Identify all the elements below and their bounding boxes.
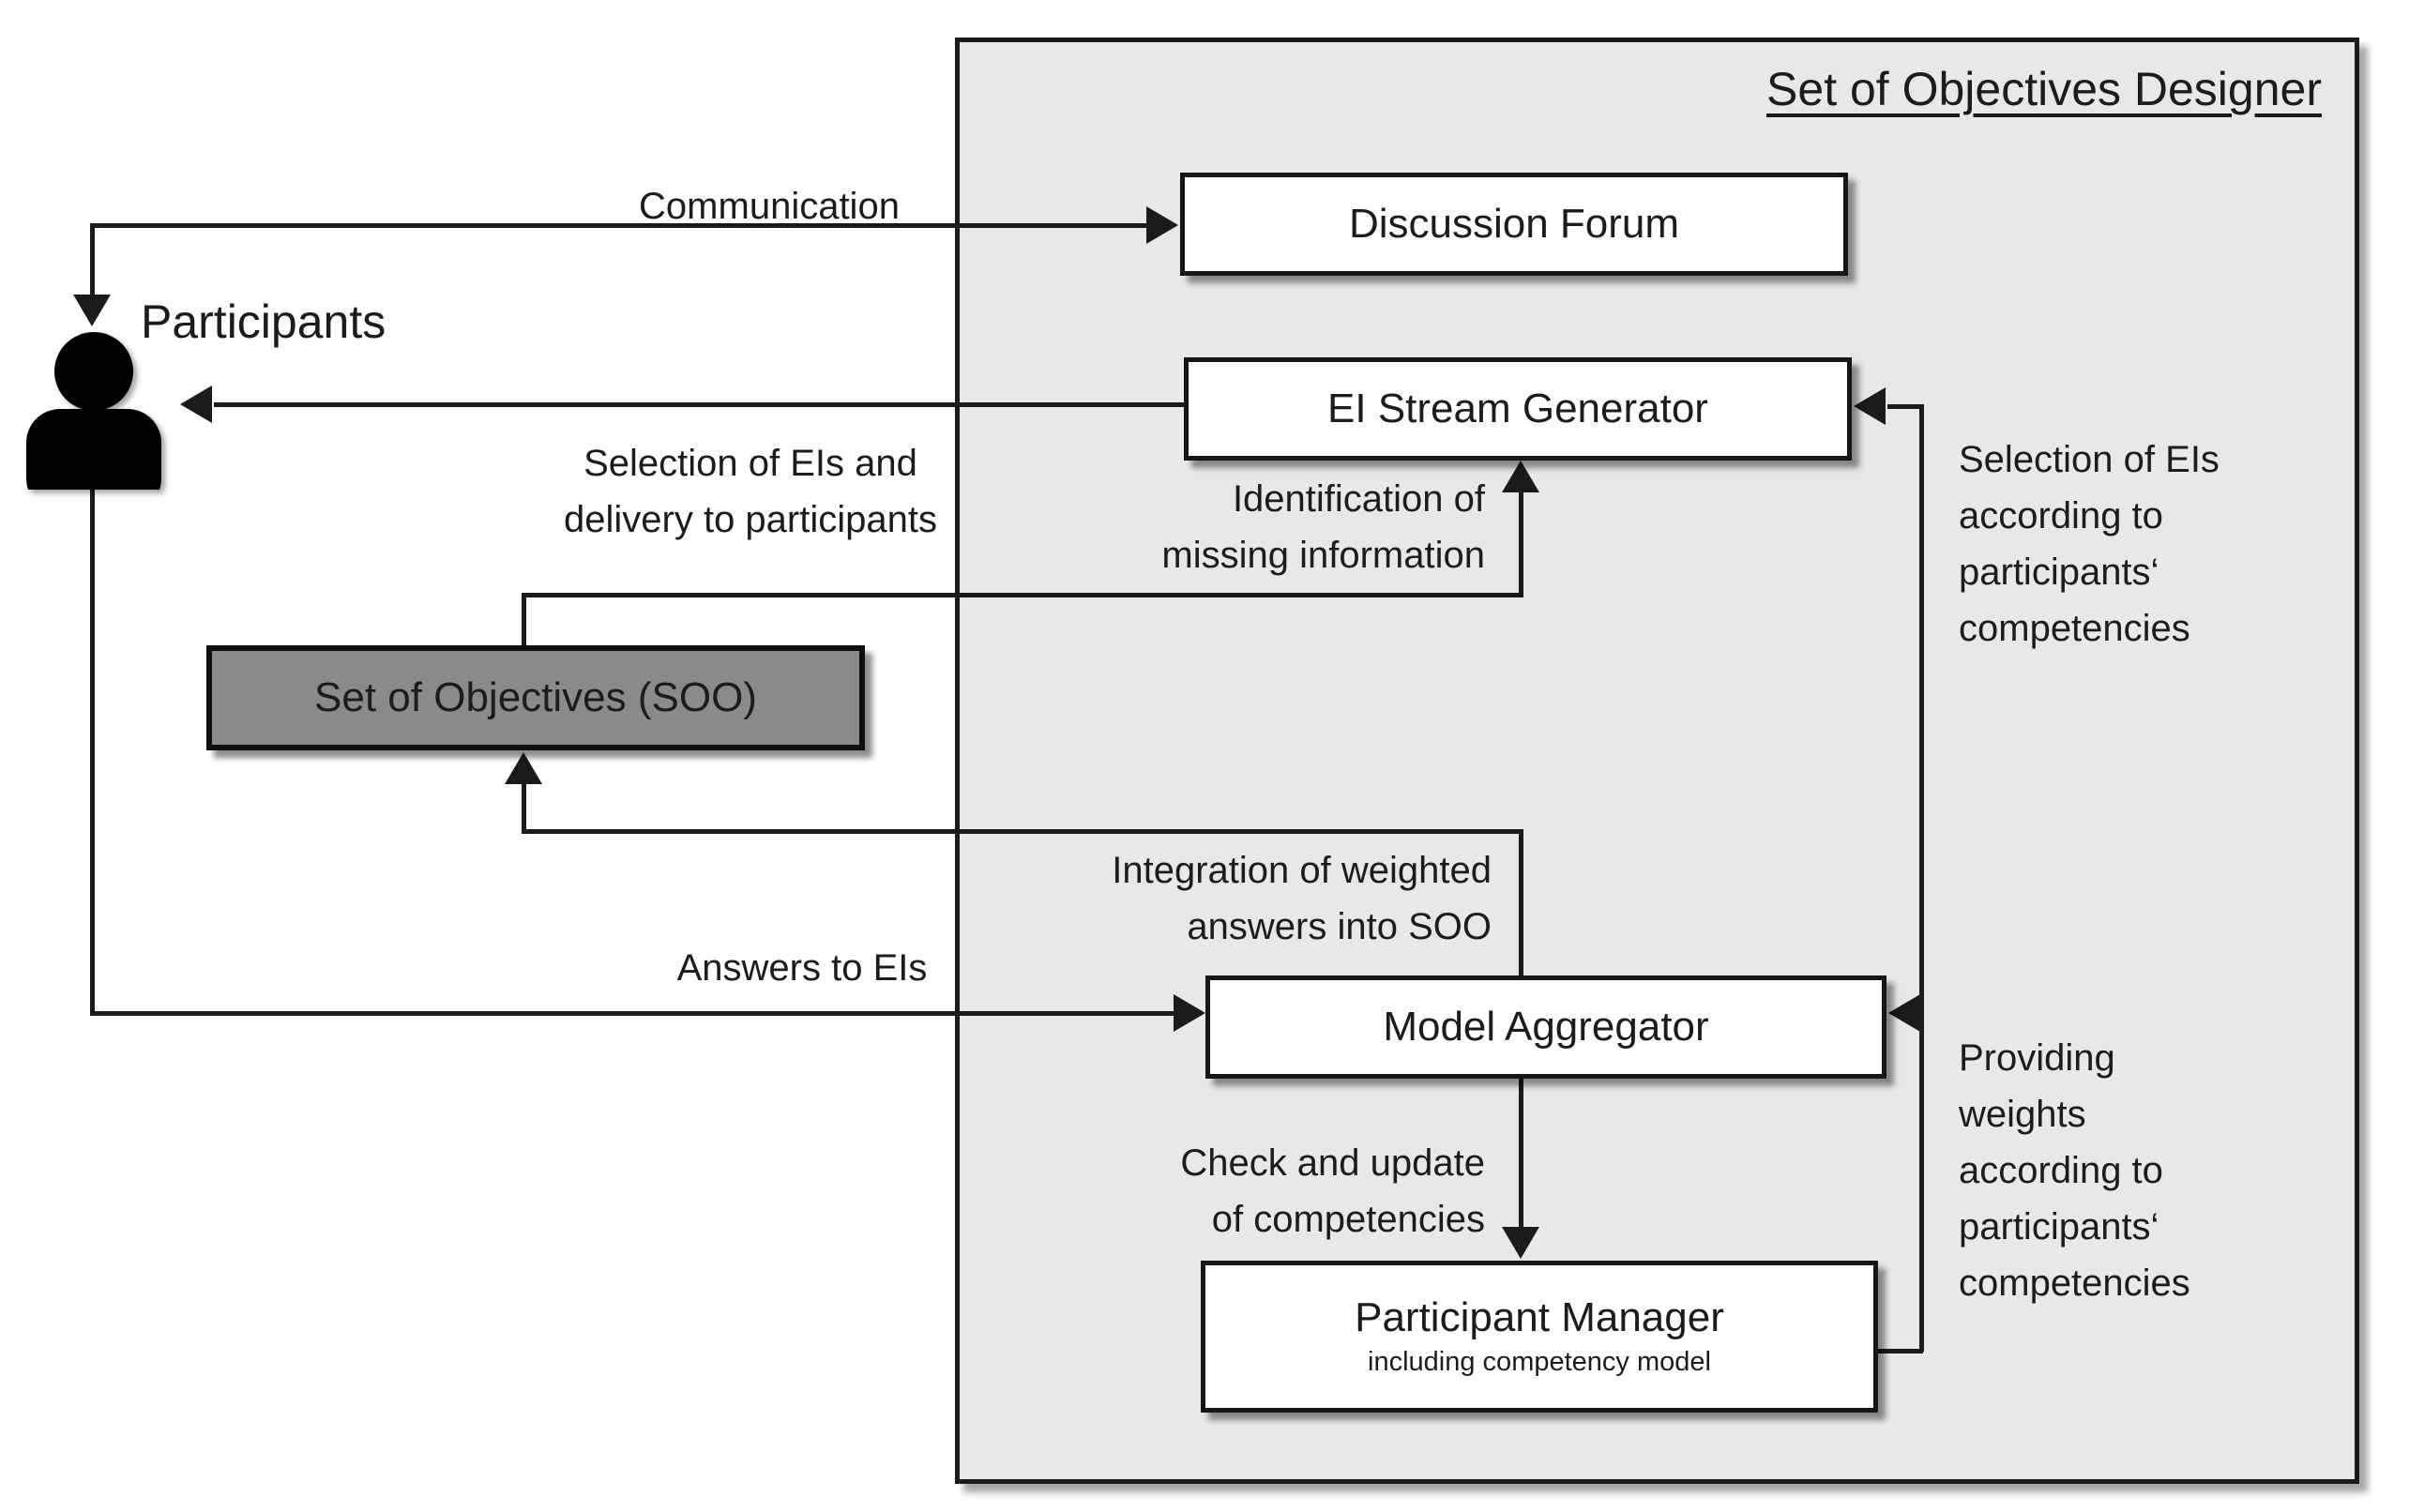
communication-line-vertical	[90, 225, 95, 296]
node-ei-stream-generator: EI Stream Generator	[1184, 357, 1852, 461]
integration-label: Integration of weighted answers into SOO	[1112, 850, 1492, 947]
identification-line-vertical-right	[1519, 491, 1523, 595]
check-update-arrowhead	[1502, 1227, 1539, 1259]
providing-weights-arrowhead	[1888, 994, 1920, 1032]
answers-line-horizontal	[90, 1011, 1174, 1016]
answers-label: Answers to EIs	[676, 947, 928, 989]
competency-loop-line-top	[1887, 404, 1924, 409]
selection-competencies-arrowhead	[1854, 387, 1886, 425]
check-update-line	[1519, 1079, 1523, 1227]
selection-delivery-line	[214, 402, 1186, 407]
node-discussion-forum: Discussion Forum	[1180, 173, 1848, 276]
answers-line-vertical	[90, 488, 95, 1013]
check-update-label: Check and update of competencies	[1180, 1142, 1485, 1240]
person-icon	[26, 332, 161, 490]
node-discussion-forum-label: Discussion Forum	[1348, 200, 1680, 247]
selection-competencies-label: Selection of EIs according to participan…	[1959, 439, 2220, 649]
competency-loop-line-bottom	[1878, 1349, 1923, 1353]
node-ei-stream-generator-label: EI Stream Generator	[1327, 385, 1708, 431]
identification-line-vertical-left	[522, 593, 526, 647]
integration-arrowhead	[505, 752, 542, 784]
communication-label: Communication	[639, 186, 900, 227]
communication-line-horizontal	[90, 223, 1148, 228]
identification-line-horizontal	[522, 593, 1523, 597]
competency-loop-line-vertical	[1919, 404, 1924, 1352]
node-participant-manager-label: Participant Manager	[1355, 1294, 1724, 1341]
node-model-aggregator: Model Aggregator	[1205, 975, 1886, 1079]
participants-label: Participants	[141, 295, 386, 348]
providing-weights-label: Providing weights according to participa…	[1959, 1037, 2190, 1304]
diagram-title: Set of Objectives Designer	[1766, 63, 2322, 115]
answers-arrowhead	[1174, 994, 1205, 1032]
node-participant-manager: Participant Manager including competency…	[1201, 1261, 1878, 1413]
integration-line-horizontal	[522, 829, 1523, 834]
node-model-aggregator-label: Model Aggregator	[1383, 1003, 1709, 1050]
selection-delivery-arrowhead	[180, 386, 212, 423]
node-participant-manager-subtitle: including competency model	[1368, 1346, 1711, 1377]
identification-arrowhead	[1502, 461, 1539, 492]
communication-arrowhead-to-participants	[73, 295, 111, 326]
integration-line-vertical-left	[522, 782, 526, 831]
node-set-of-objectives: Set of Objectives (SOO)	[206, 645, 865, 750]
competency-loop-line-mid	[1917, 1011, 1924, 1016]
identification-label: Identification of missing information	[1161, 478, 1485, 576]
selection-delivery-label: Selection of EIs and delivery to partici…	[564, 443, 937, 540]
integration-line-vertical-right	[1519, 829, 1523, 975]
communication-arrowhead-to-forum	[1146, 206, 1178, 244]
designer-container	[955, 38, 2359, 1484]
node-set-of-objectives-label: Set of Objectives (SOO)	[314, 674, 757, 720]
